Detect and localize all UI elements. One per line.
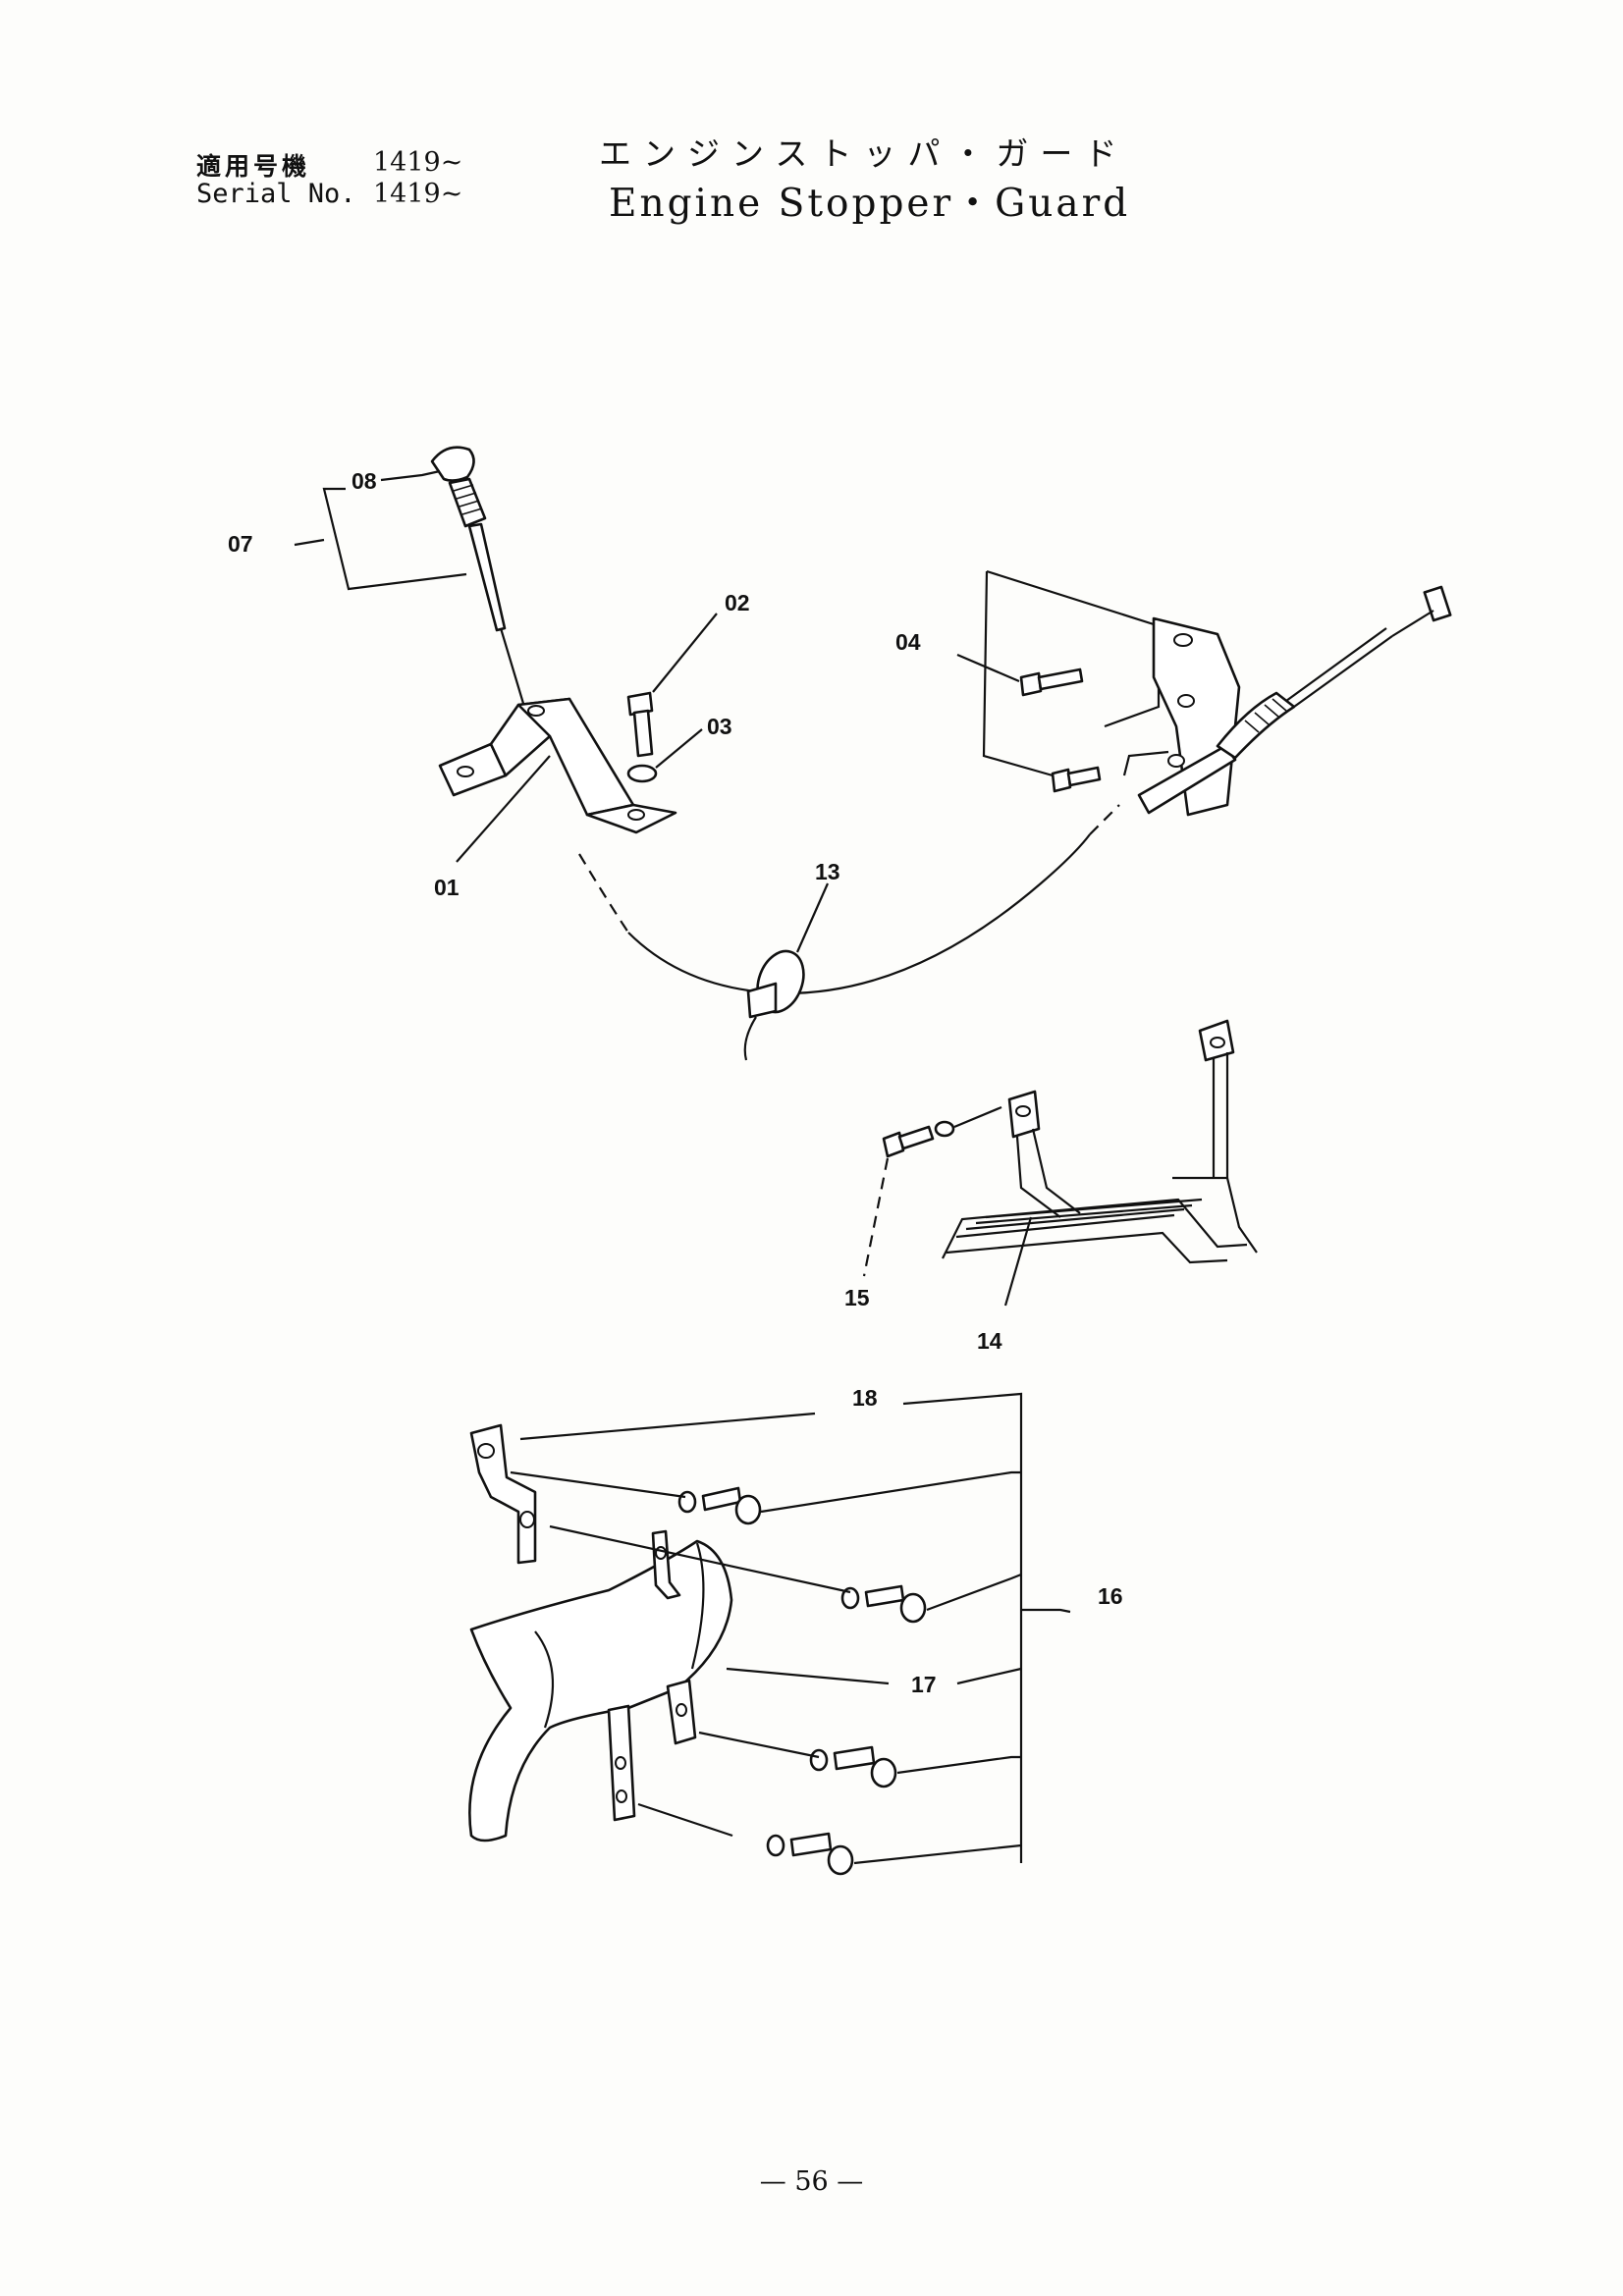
- lever-bracket-assembly: [1137, 585, 1452, 817]
- leader-16-d: [853, 1843, 1022, 1865]
- leader-08: [380, 469, 441, 482]
- callout-14: 14: [977, 1328, 1002, 1354]
- title-english: Engine Stopper・Guard: [609, 182, 1131, 226]
- bolt-15: [882, 1120, 955, 1158]
- callout-17: 17: [911, 1672, 937, 1697]
- leader-17-right: [956, 1667, 1022, 1685]
- callout-08: 08: [352, 468, 377, 494]
- leader-01: [456, 755, 551, 863]
- leader-stay-bolt-a: [510, 1470, 686, 1499]
- callout-16: 16: [1098, 1583, 1123, 1609]
- leader-18-top: [519, 1412, 816, 1441]
- stay-18: [469, 1423, 697, 1822]
- callout-07: 07: [228, 531, 253, 557]
- leader-14: [1003, 1216, 1033, 1307]
- bolt-04-lower: [1051, 766, 1102, 793]
- applicable-model-label: 適用号機: [196, 152, 311, 181]
- leader-02: [652, 613, 718, 693]
- leader-04-bracket: [982, 570, 1054, 777]
- bolt-16-d: [766, 1832, 854, 1876]
- stopper-knob-assembly: [430, 446, 507, 632]
- bolt-16-a: [677, 1486, 762, 1525]
- serial-value: 1419~: [373, 179, 463, 209]
- cable-dash-right: [1089, 804, 1120, 835]
- callout-15: 15: [844, 1285, 870, 1310]
- leader-16-a: [760, 1470, 1021, 1514]
- applicable-model-value: 1419~: [373, 147, 463, 178]
- callout-02: 02: [725, 590, 750, 615]
- callout-01: 01: [434, 875, 460, 900]
- leader-04: [956, 653, 1020, 683]
- stopper-cable: [627, 833, 1091, 995]
- leader-stay-bolt-c: [698, 1731, 820, 1759]
- leader-04-mid: [1104, 687, 1161, 728]
- leader-13: [795, 882, 830, 953]
- guard-14: [942, 1019, 1258, 1264]
- leader-15-bracket: [953, 1105, 1002, 1129]
- leader-16: [1021, 1608, 1071, 1614]
- title-japanese: エンジンストッパ・ガード: [599, 134, 1129, 173]
- knob-cable: [499, 627, 526, 708]
- leader-stay-bolt-b: [549, 1524, 851, 1594]
- leader-07-label: [294, 538, 325, 547]
- leader-16-c: [896, 1755, 1021, 1775]
- leader-17: [726, 1667, 890, 1685]
- callout-03: 03: [707, 714, 732, 739]
- washer-03: [626, 764, 658, 783]
- bolt-16-b: [840, 1584, 927, 1624]
- leader-04-top: [986, 569, 1155, 626]
- cable-dash-left: [578, 853, 629, 934]
- leader-15: [862, 1157, 890, 1277]
- page-number: — 56 —: [759, 2166, 864, 2197]
- serial-label: Serial No.: [196, 179, 356, 209]
- bracket-01: [438, 697, 677, 834]
- leader-16-bracket: [902, 1392, 1023, 1863]
- leader-16-b: [926, 1573, 1022, 1612]
- callout-13: 13: [815, 859, 840, 884]
- leader-stay-bolt-d: [637, 1802, 733, 1838]
- leader-04-low: [1122, 750, 1169, 776]
- leader-07: [322, 487, 467, 591]
- exhaust-pipe-17: [468, 1539, 733, 1842]
- bolt-02: [626, 691, 654, 758]
- clamp-13: [743, 949, 805, 1061]
- bolt-16-c: [809, 1745, 897, 1789]
- leader-03: [655, 728, 703, 769]
- callout-18: 18: [852, 1385, 878, 1411]
- bolt-04-upper: [1019, 667, 1084, 697]
- callout-04: 04: [895, 629, 921, 655]
